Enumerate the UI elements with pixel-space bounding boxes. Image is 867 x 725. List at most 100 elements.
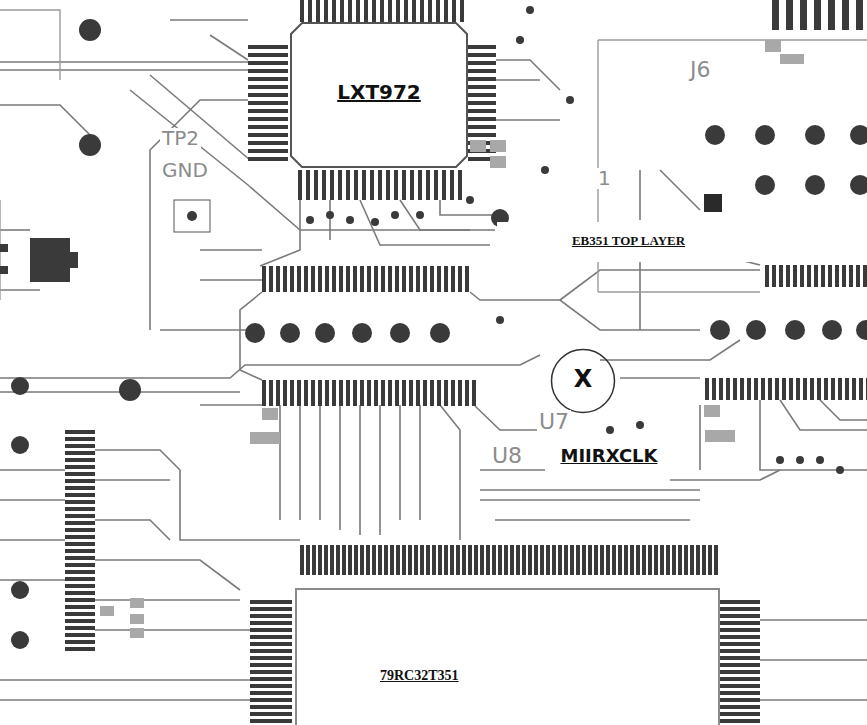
pin-pad	[65, 535, 95, 539]
silkscreen-label: TP2	[160, 128, 201, 149]
pin-pad	[648, 545, 652, 575]
part-body	[30, 238, 70, 282]
trace	[496, 119, 560, 121]
pin-pad	[458, 266, 462, 292]
pin-pad	[250, 684, 292, 688]
pin-pad	[300, 545, 304, 575]
smd-pad	[130, 628, 144, 638]
silkscreen-label: 1	[596, 168, 613, 189]
pin-pad	[248, 93, 288, 97]
pin-pad	[718, 698, 760, 702]
pin-pad	[409, 266, 413, 292]
pin-pad	[786, 0, 793, 30]
trace	[0, 699, 250, 701]
pin-pad	[410, 170, 414, 200]
pin-pad	[718, 684, 760, 688]
pin-pad	[250, 621, 292, 625]
pin-pad	[336, 545, 340, 575]
pin-pad	[316, 0, 320, 22]
trace	[379, 405, 381, 535]
pin-pad	[360, 545, 364, 575]
trace	[200, 249, 262, 251]
pin-pad	[250, 719, 292, 723]
pin-pad	[65, 563, 95, 567]
pin-pad	[789, 378, 793, 400]
pin-pad	[612, 545, 616, 575]
trace	[95, 629, 250, 631]
part-body	[0, 244, 8, 252]
pin-pad	[304, 380, 308, 406]
pin-pad	[468, 53, 496, 57]
pin-pad	[705, 378, 709, 400]
pin-pad	[322, 170, 326, 200]
smd-pad	[100, 606, 114, 616]
pin-pad	[290, 266, 294, 292]
pin-pad	[779, 265, 783, 287]
pin-pad	[65, 451, 95, 455]
trace	[360, 200, 490, 245]
pin-pad	[444, 380, 448, 406]
trace	[359, 405, 361, 535]
pin-pad	[65, 612, 95, 616]
pin-pad	[390, 545, 394, 575]
via-pad	[516, 36, 524, 44]
pin-pad	[740, 378, 744, 400]
pin-pad	[370, 170, 374, 200]
pin-pad	[356, 0, 360, 22]
pin-pad	[468, 61, 496, 65]
pin-pad	[450, 545, 454, 575]
trace	[620, 377, 700, 379]
pin-pad	[65, 605, 95, 609]
trace	[319, 405, 321, 520]
pin-pad	[366, 545, 370, 575]
pin-pad	[65, 500, 95, 504]
pin-pad	[600, 545, 604, 575]
pin-pad	[718, 649, 760, 653]
trace	[0, 579, 65, 581]
pin-pad	[714, 545, 718, 575]
pin-pad	[672, 545, 676, 575]
smd-pad	[705, 430, 735, 442]
pin-pad	[796, 378, 800, 400]
silkscreen	[0, 10, 867, 300]
smd-pad	[780, 54, 804, 64]
trace	[95, 479, 170, 481]
trace	[299, 405, 301, 520]
via-pad	[79, 134, 101, 156]
pin-pad	[65, 472, 95, 476]
pin-pad	[660, 545, 664, 575]
pin-pad	[437, 266, 441, 292]
trace	[0, 499, 65, 501]
pin-pad	[65, 444, 95, 448]
trace	[0, 289, 40, 291]
pin-pad	[248, 77, 288, 81]
pin-pad	[394, 170, 398, 200]
pin-pad	[807, 265, 811, 287]
pin-pad	[318, 545, 322, 575]
pin-pad	[65, 486, 95, 490]
pin-pad	[444, 545, 448, 575]
via-pad	[785, 320, 805, 340]
via-pad	[119, 379, 141, 401]
pin-pad	[388, 380, 392, 406]
pin-pad	[276, 266, 280, 292]
pin-pad	[606, 545, 610, 575]
pin-pad	[65, 514, 95, 518]
pin-pad	[408, 545, 412, 575]
pin-pad	[248, 149, 288, 153]
trace	[660, 170, 700, 210]
pin-pad	[404, 0, 408, 22]
pin-pad	[395, 266, 399, 292]
pin-pad	[718, 600, 760, 604]
trace	[0, 355, 540, 378]
trace	[95, 560, 240, 590]
pin-pad	[863, 265, 867, 287]
pin-pad	[367, 266, 371, 292]
pin-pad	[486, 545, 490, 575]
pin-pad	[492, 545, 496, 575]
pin-pad	[835, 265, 839, 287]
pin-pad	[480, 545, 484, 575]
pin-pad	[250, 642, 292, 646]
trace	[600, 340, 740, 360]
